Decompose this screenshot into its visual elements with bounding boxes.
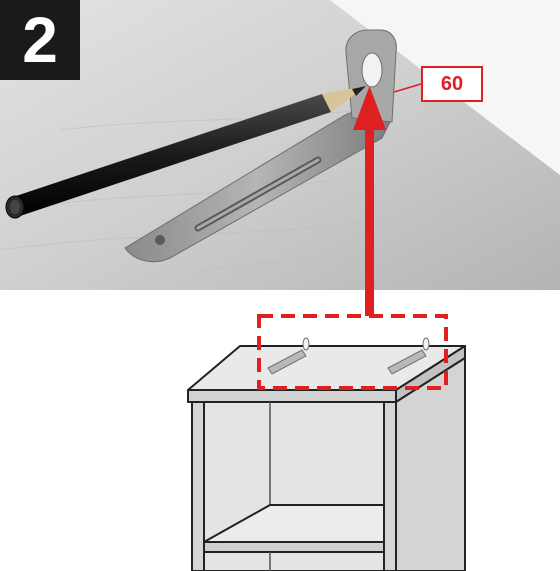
detail-highlight-box <box>257 314 448 390</box>
cabinet-bracket-right <box>387 337 430 375</box>
cabinet <box>187 345 466 571</box>
board-surface <box>0 0 560 290</box>
pencil-icon <box>5 86 366 219</box>
wall-anchor-bracket-icon <box>124 29 397 263</box>
board-photo <box>0 0 560 290</box>
cabinet-left-panel <box>191 401 205 571</box>
dimension-callout: 60 <box>421 66 483 102</box>
callout-leader-line <box>393 83 422 93</box>
cabinet-top-edge <box>187 389 397 403</box>
cabinet-bracket-left <box>267 337 310 375</box>
step-number-badge: 2 <box>0 0 80 80</box>
arrow-up-icon <box>353 86 386 316</box>
